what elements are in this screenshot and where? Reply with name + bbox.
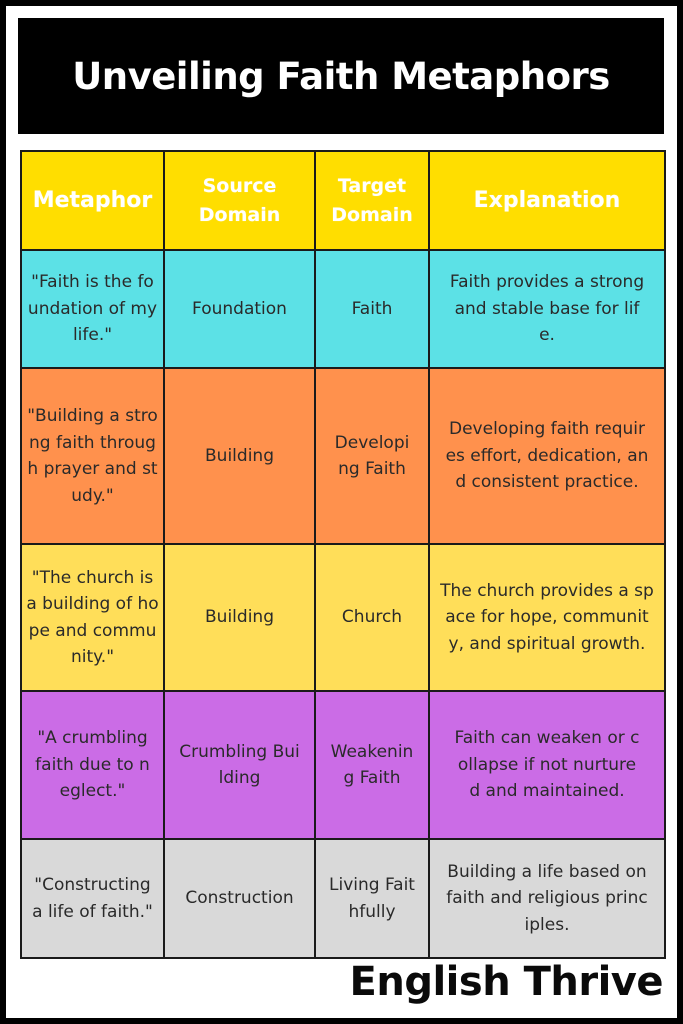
cell-source-domain: Construction: [163, 838, 316, 959]
cell-target-domain: Living Faithfully: [314, 838, 430, 959]
header-metaphor: Metaphor: [20, 150, 165, 251]
table-row: "Building a strong faith through prayer …: [20, 367, 666, 545]
cell-source-domain: Building: [163, 543, 316, 692]
cell-explanation: Faith can weaken or collapse if not nurt…: [428, 690, 666, 840]
cell-explanation: Faith provides a strong and stable base …: [428, 249, 666, 369]
cell-target-domain: Church: [314, 543, 430, 692]
cell-source-domain: Foundation: [163, 249, 316, 369]
header-target-domain: Target Domain: [314, 150, 430, 251]
page-title: Unveiling Faith Metaphors: [72, 54, 610, 98]
table-row: "Constructing a life of faith." Construc…: [20, 838, 666, 959]
header-explanation: Explanation: [428, 150, 666, 251]
cell-metaphor: "Faith is the foundation of my life.": [20, 249, 165, 369]
page-frame: Unveiling Faith Metaphors Metaphor Sourc…: [6, 6, 677, 1018]
cell-metaphor: "The church is a building of hope and co…: [20, 543, 165, 692]
table-row: "Faith is the foundation of my life." Fo…: [20, 249, 666, 369]
cell-explanation: Developing faith requires effort, dedica…: [428, 367, 666, 545]
cell-metaphor: "Constructing a life of faith.": [20, 838, 165, 959]
cell-target-domain: Developing Faith: [314, 367, 430, 545]
title-banner: Unveiling Faith Metaphors: [18, 18, 664, 134]
cell-source-domain: Building: [163, 367, 316, 545]
cell-target-domain: Faith: [314, 249, 430, 369]
table-row: "A crumbling faith due to neglect." Crum…: [20, 690, 666, 840]
metaphor-table: Metaphor Source Domain Target Domain Exp…: [20, 150, 666, 959]
table-header-row: Metaphor Source Domain Target Domain Exp…: [20, 150, 666, 251]
cell-explanation: Building a life based on faith and relig…: [428, 838, 666, 959]
cell-target-domain: Weakening Faith: [314, 690, 430, 840]
table-row: "The church is a building of hope and co…: [20, 543, 666, 692]
brand-logo-text: English Thrive: [349, 959, 664, 1005]
cell-metaphor: "Building a strong faith through prayer …: [20, 367, 165, 545]
cell-source-domain: Crumbling Building: [163, 690, 316, 840]
header-source-domain: Source Domain: [163, 150, 316, 251]
cell-explanation: The church provides a space for hope, co…: [428, 543, 666, 692]
cell-metaphor: "A crumbling faith due to neglect.": [20, 690, 165, 840]
